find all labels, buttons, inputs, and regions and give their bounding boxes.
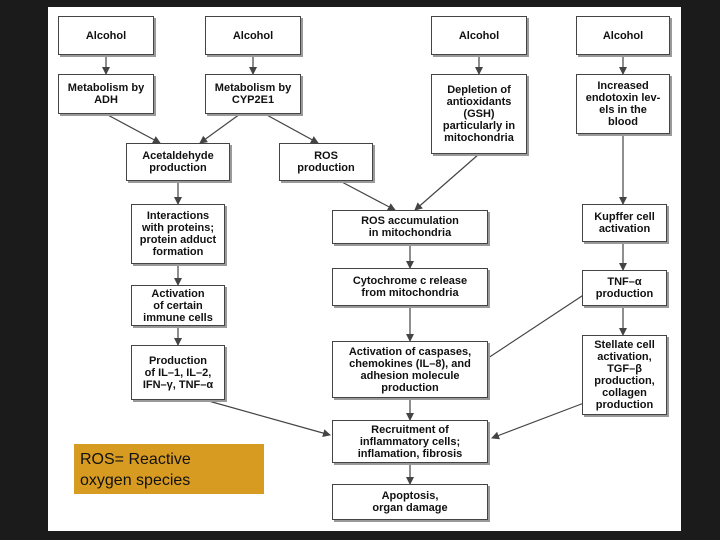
node-metabolism-adh: Metabolism by ADH bbox=[58, 74, 154, 114]
node-stellate-activation: Stellate cell activation, TGF–β producti… bbox=[582, 335, 667, 415]
node-interleukin-production: Production of IL–1, IL–2, IFN–γ, TNF–α bbox=[131, 345, 225, 400]
node-depletion-antioxidants: Depletion of antioxidants (GSH) particul… bbox=[431, 74, 527, 154]
node-alcohol3: Alcohol bbox=[431, 16, 527, 55]
arrow-adh-acetaldehyde bbox=[105, 113, 161, 144]
arrow-stellate-recruitment bbox=[491, 402, 585, 440]
node-tnf-production: TNF–α production bbox=[582, 270, 667, 306]
arrow-cyp-ros bbox=[264, 113, 319, 144]
arrow-tnf-caspases bbox=[481, 291, 589, 363]
node-protein-interactions: Interactions with proteins; protein addu… bbox=[131, 204, 225, 264]
arrow-gsh-rosacc bbox=[414, 153, 480, 211]
node-metabolism-cyp2e1: Metabolism by CYP2E1 bbox=[205, 74, 301, 114]
node-cytochrome-release: Cytochrome c release from mitochondria bbox=[332, 268, 488, 306]
node-endotoxin-levels: Increased endotoxin lev- els in the bloo… bbox=[576, 74, 670, 134]
arrow-production-recruitment bbox=[204, 399, 331, 437]
node-alcohol1: Alcohol bbox=[58, 16, 154, 55]
arrow-ros-rosacc bbox=[339, 180, 396, 211]
node-immune-activation: Activation of certain immune cells bbox=[131, 285, 225, 326]
arrow-cyp-acetaldehyde bbox=[199, 113, 241, 144]
node-caspase-activation: Activation of caspases, chemokines (IL–8… bbox=[332, 341, 488, 398]
node-ros-production: ROS production bbox=[279, 143, 373, 181]
node-acetaldehyde-production: Acetaldehyde production bbox=[126, 143, 230, 181]
node-recruitment-inflammatory: Recruitment of inflammatory cells; infla… bbox=[332, 420, 488, 463]
node-alcohol2: Alcohol bbox=[205, 16, 301, 55]
node-ros-accumulation: ROS accumulation in mitochondria bbox=[332, 210, 488, 244]
node-alcohol4: Alcohol bbox=[576, 16, 670, 55]
ros-definition-note: ROS= Reactive oxygen species bbox=[74, 444, 264, 494]
node-apoptosis-organ-damage: Apoptosis, organ damage bbox=[332, 484, 488, 520]
node-kupffer-activation: Kupffer cell activation bbox=[582, 204, 667, 242]
